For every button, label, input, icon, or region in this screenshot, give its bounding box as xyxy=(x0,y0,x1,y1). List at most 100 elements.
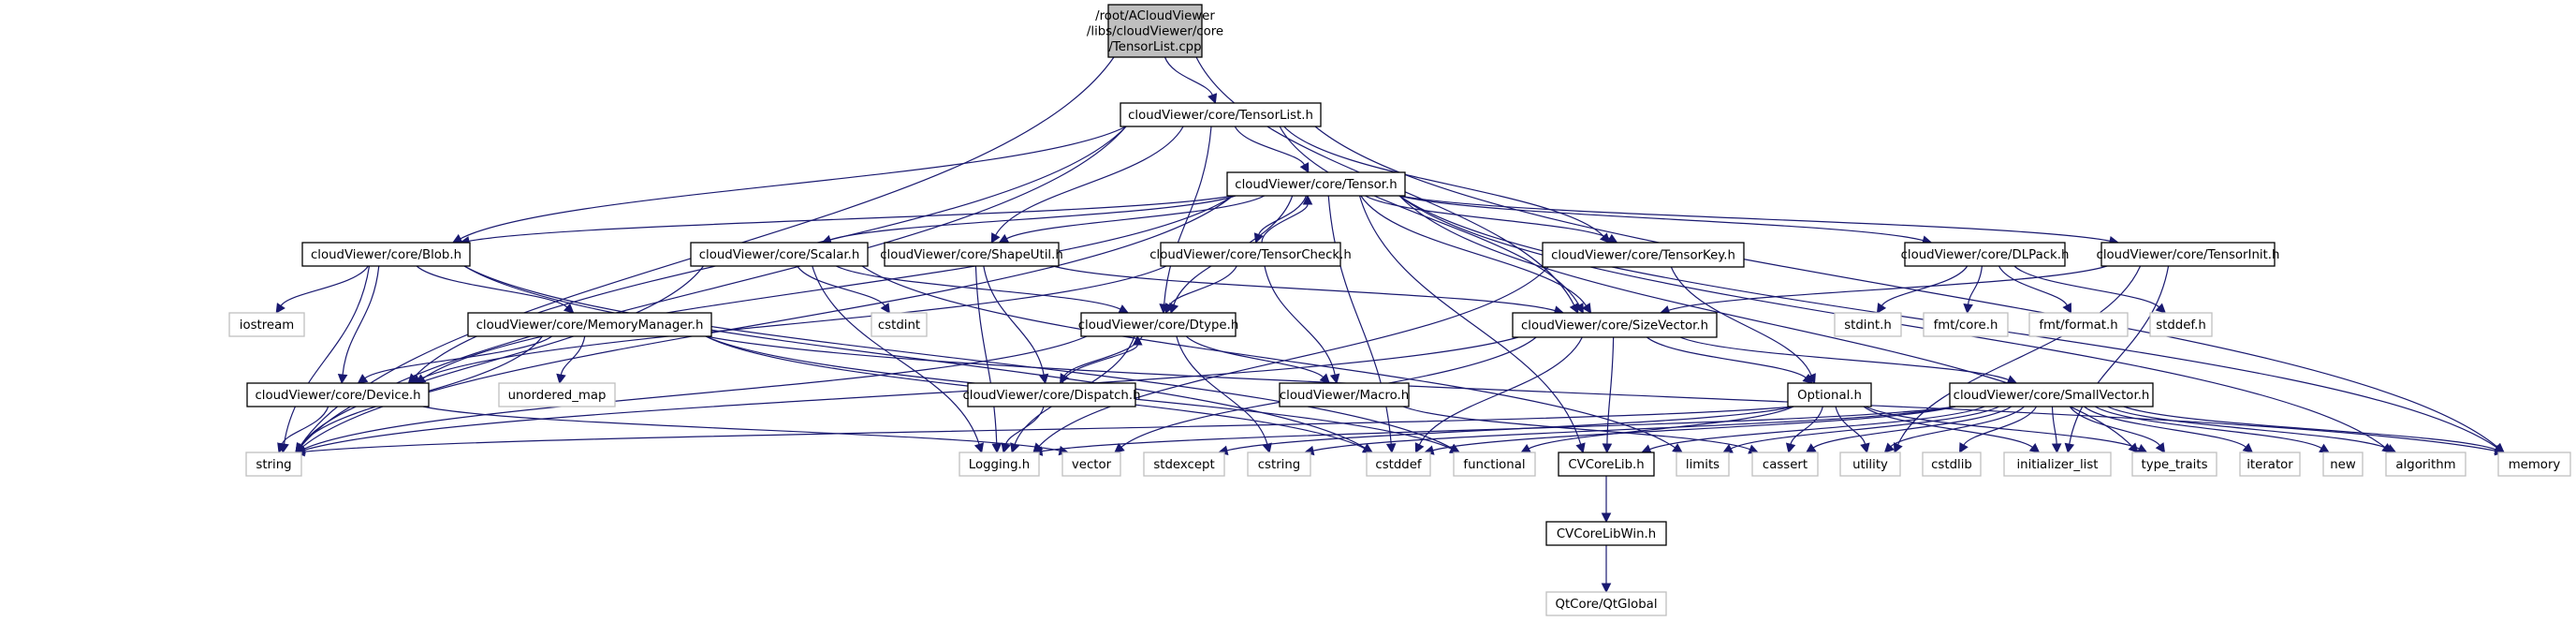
node-label: functional xyxy=(1463,458,1525,472)
node-tensor[interactable]: cloudViewer/core/Tensor.h xyxy=(1226,171,1406,197)
node-root[interactable]: /root/ACloudViewer/libs/cloudViewer/core… xyxy=(1087,4,1223,58)
node-box xyxy=(2028,312,2129,337)
edge-smallvector-to-initializer_list xyxy=(2051,406,2062,454)
node-logging: Logging.h xyxy=(959,452,1040,477)
node-optional[interactable]: Optional.h xyxy=(1787,382,1872,407)
edge-shapeutil-to-logging xyxy=(974,265,1003,454)
arrowhead xyxy=(1118,304,1130,314)
node-label: memory xyxy=(2509,458,2561,472)
arrowhead xyxy=(1302,194,1313,205)
node-box xyxy=(2497,452,2571,477)
arrowhead xyxy=(1581,303,1592,314)
arrowhead xyxy=(2062,303,2072,314)
arrowhead xyxy=(1208,93,1218,105)
node-stdint: stdint.h xyxy=(1834,312,1902,337)
node-tensorkey[interactable]: cloudViewer/core/TensorKey.h xyxy=(1542,242,1745,268)
edge-tensor-to-tensorcheck xyxy=(1253,195,1308,244)
node-label: limits xyxy=(1686,458,1720,472)
arrowhead xyxy=(1606,233,1618,244)
arrowhead xyxy=(1319,373,1330,384)
edge-memorymanager-to-device xyxy=(357,335,553,384)
edge-smallvector-to-type_traits xyxy=(2069,406,2166,453)
arrowhead xyxy=(277,442,287,454)
node-dtype[interactable]: cloudViewer/core/Dtype.h xyxy=(1078,312,1239,337)
node-label: fmt/format.h xyxy=(2039,318,2117,333)
edge-tensorlist-to-tensor xyxy=(1234,126,1310,173)
node-iostream: iostream xyxy=(228,312,305,337)
edge-smallvector-to-logging xyxy=(1032,406,1956,456)
arrowhead xyxy=(1602,443,1613,454)
node-box xyxy=(1453,452,1536,477)
node-tensorcheck[interactable]: cloudViewer/core/TensorCheck.h xyxy=(1149,242,1352,267)
node-cvcorelib[interactable]: CVCoreLib.h xyxy=(1558,452,1655,477)
edge-tensorlist-to-sizevector xyxy=(1279,126,1584,314)
node-box xyxy=(690,242,869,267)
arrowhead xyxy=(973,442,985,454)
node-box xyxy=(1922,452,1982,477)
node-cstdint: cstdint xyxy=(871,312,928,337)
arrowhead xyxy=(1001,442,1011,454)
arrowhead xyxy=(1721,444,1734,453)
node-dispatch[interactable]: cloudViewer/core/Dispatch.h xyxy=(962,382,1141,407)
node-box xyxy=(959,452,1040,477)
node-iterator: iterator xyxy=(2239,452,2301,477)
node-shapeutil[interactable]: cloudViewer/core/ShapeUtil.h xyxy=(880,242,1063,267)
node-box xyxy=(1366,452,1431,477)
arrowhead xyxy=(1575,442,1586,454)
node-label: cloudViewer/core/Tensor.h xyxy=(1235,178,1397,192)
arrowhead xyxy=(1802,373,1813,384)
node-device[interactable]: cloudViewer/core/Device.h xyxy=(246,382,430,407)
node-box xyxy=(1839,452,1901,477)
edge-scalar-to-logging xyxy=(812,265,985,454)
node-label: utility xyxy=(1852,458,1888,472)
edge-dlpack-to-stddef xyxy=(2013,265,2167,314)
node-box xyxy=(1751,452,1819,477)
node-cstdlib: cstdlib xyxy=(1922,452,1982,477)
node-macro[interactable]: cloudViewer/Macro.h xyxy=(1279,382,1410,407)
edge-smallvector-to-cstring xyxy=(1303,406,1956,456)
node-memorymanager[interactable]: cloudViewer/core/MemoryManager.h xyxy=(467,312,712,337)
arrowhead xyxy=(1164,303,1175,314)
node-box xyxy=(1061,452,1121,477)
node-label: cloudViewer/core/SizeVector.h xyxy=(1521,318,1708,333)
arrowhead xyxy=(2064,442,2075,454)
node-utility: utility xyxy=(1839,452,1901,477)
arrowhead xyxy=(2051,443,2062,454)
arrowhead xyxy=(1132,334,1143,346)
node-box xyxy=(245,452,302,477)
node-box xyxy=(1834,312,1902,337)
node-box xyxy=(1545,521,1667,546)
node-label: stdexcept xyxy=(1153,458,1214,472)
node-sizevector[interactable]: cloudViewer/core/SizeVector.h xyxy=(1512,312,1718,338)
node-label: cloudViewer/core/Dispatch.h xyxy=(962,389,1140,403)
edge-shapeutil-to-sizevector xyxy=(1052,265,1565,316)
edge-sizevector-to-smallvector xyxy=(1679,336,2018,385)
node-functional: functional xyxy=(1453,452,1536,477)
arrowhead xyxy=(991,443,1003,454)
node-scalar[interactable]: cloudViewer/core/Scalar.h xyxy=(690,242,869,267)
node-box xyxy=(1904,242,2066,267)
node-smallvector[interactable]: cloudViewer/core/SmallVector.h xyxy=(1949,382,2154,407)
edge-smallvector-to-utility xyxy=(1883,406,2025,453)
arrowhead xyxy=(556,373,566,385)
node-label: cloudViewer/core/SmallVector.h xyxy=(1954,389,2150,403)
node-dlpack[interactable]: cloudViewer/core/DLPack.h xyxy=(1901,242,2070,267)
edge-tensorcheck-to-tensor xyxy=(1261,194,1313,244)
node-blob[interactable]: cloudViewer/core/Blob.h xyxy=(301,242,471,267)
edge-dtype-to-cstring xyxy=(1176,335,1272,454)
node-tensorinit[interactable]: cloudViewer/core/TensorInit.h xyxy=(2097,242,2280,267)
node-box xyxy=(1226,171,1406,197)
node-label: cloudViewer/core/Blob.h xyxy=(311,248,461,262)
node-fmtformat: fmt/format.h xyxy=(2028,312,2129,337)
edge-scalar-to-dtype xyxy=(835,265,1130,314)
edge-blob-to-memorymanager xyxy=(416,265,575,314)
edge-sizevector-to-optional xyxy=(1647,336,1813,384)
node-label: /root/ACloudViewer xyxy=(1095,9,1215,23)
arrowhead xyxy=(275,303,285,314)
node-cvcorelibwin[interactable]: CVCoreLibWin.h xyxy=(1545,521,1667,546)
node-label: cloudViewer/core/Scalar.h xyxy=(699,248,860,262)
node-tensorlist[interactable]: cloudViewer/core/TensorList.h xyxy=(1120,102,1322,127)
arrowhead xyxy=(337,373,348,385)
node-box xyxy=(967,382,1136,407)
edge-memorymanager-to-unordered_map xyxy=(556,335,586,385)
